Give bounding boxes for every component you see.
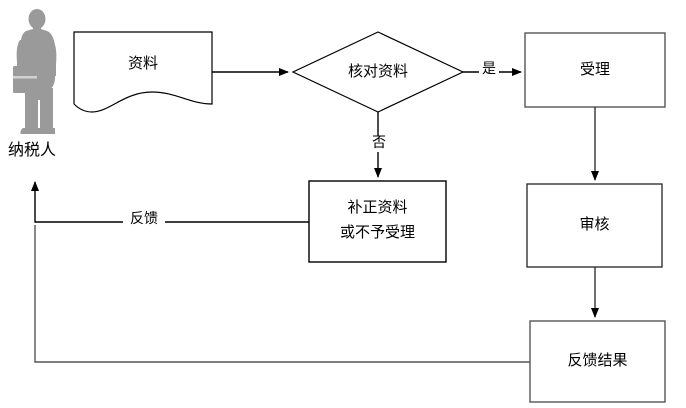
- person-with-briefcase-icon: [13, 9, 57, 134]
- document-shape: [73, 31, 213, 113]
- review-shape: [526, 183, 663, 268]
- decision-shape: [291, 31, 465, 113]
- correct-shape: [308, 180, 447, 263]
- edge-correct-feedback: [31, 181, 309, 223]
- actor-label: 纳税人: [8, 142, 57, 159]
- result-shape: [529, 320, 666, 403]
- accept-shape: [524, 32, 666, 108]
- edge-result-feedback: [34, 225, 530, 363]
